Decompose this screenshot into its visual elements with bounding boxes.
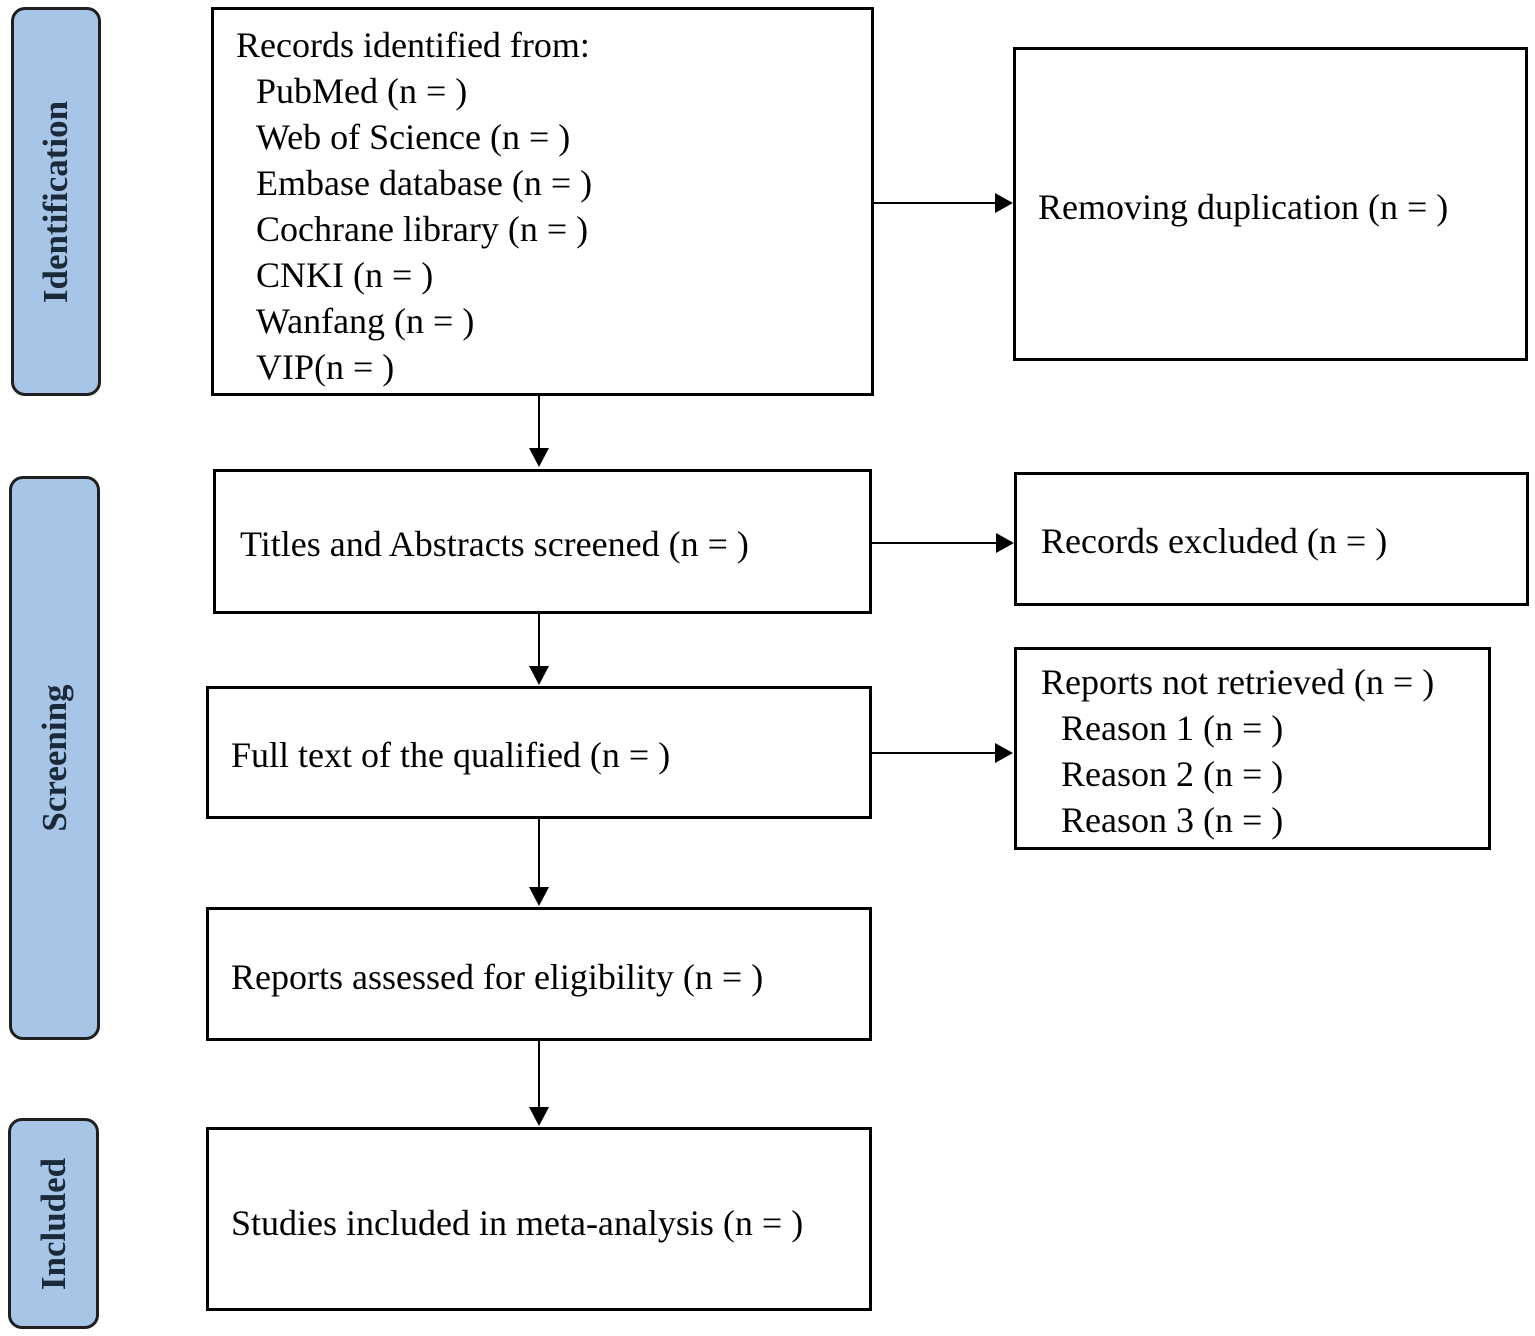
arrow-titles-to-fulltext bbox=[529, 614, 549, 685]
source-cnki: CNKI (n = ) bbox=[256, 255, 434, 295]
phase-included: Included bbox=[8, 1118, 99, 1329]
records-identified-text: Records identified from: PubMed (n = ) W… bbox=[236, 22, 592, 390]
arrow-records-to-duplication bbox=[874, 193, 1013, 213]
source-wanfang: Wanfang (n = ) bbox=[256, 301, 475, 341]
records-excluded-text: Records excluded (n = ) bbox=[1041, 521, 1388, 561]
source-cochrane: Cochrane library (n = ) bbox=[256, 209, 589, 249]
removing-duplication-text: Removing duplication (n = ) bbox=[1038, 187, 1449, 227]
arrow-fulltext-to-not-retrieved bbox=[872, 743, 1013, 763]
phase-identification: Identification bbox=[11, 7, 101, 396]
source-pubmed: PubMed (n = ) bbox=[256, 71, 468, 111]
records-excluded-box: Records excluded (n = ) bbox=[1014, 472, 1529, 606]
source-embase: Embase database (n = ) bbox=[256, 163, 593, 203]
full-text-text: Full text of the qualified (n = ) bbox=[231, 735, 671, 775]
reason-2: Reason 2 (n = ) bbox=[1061, 754, 1284, 794]
titles-screened-box: Titles and Abstracts screened (n = ) bbox=[213, 469, 872, 614]
records-identified-box: Records identified from: PubMed (n = ) W… bbox=[211, 7, 874, 396]
phase-identification-label: Identification bbox=[36, 100, 75, 303]
not-retrieved-header: Reports not retrieved (n = ) bbox=[1041, 662, 1435, 702]
arrow-fulltext-to-eligibility bbox=[529, 819, 549, 906]
reports-not-retrieved-box: Reports not retrieved (n = ) Reason 1 (n… bbox=[1014, 647, 1491, 850]
source-vip: VIP(n = ) bbox=[256, 347, 395, 387]
phase-screening: Screening bbox=[9, 476, 100, 1040]
arrow-records-to-titles bbox=[529, 396, 549, 467]
reason-3: Reason 3 (n = ) bbox=[1061, 800, 1284, 840]
removing-duplication-box: Removing duplication (n = ) bbox=[1013, 47, 1528, 361]
arrow-eligibility-to-included bbox=[529, 1041, 549, 1126]
phase-included-label: Included bbox=[33, 1157, 73, 1290]
arrow-titles-to-excluded bbox=[872, 533, 1014, 553]
reason-1: Reason 1 (n = ) bbox=[1061, 708, 1284, 748]
records-header: Records identified from: bbox=[236, 25, 590, 65]
source-web-of-science: Web of Science (n = ) bbox=[256, 117, 571, 157]
eligibility-text: Reports assessed for eligibility (n = ) bbox=[231, 957, 764, 997]
titles-screened-text: Titles and Abstracts screened (n = ) bbox=[240, 524, 749, 564]
full-text-box: Full text of the qualified (n = ) bbox=[206, 686, 872, 819]
reports-not-retrieved-text: Reports not retrieved (n = ) Reason 1 (n… bbox=[1041, 659, 1434, 843]
studies-included-box: Studies included in meta-analysis (n = ) bbox=[206, 1127, 872, 1311]
studies-included-text: Studies included in meta-analysis (n = ) bbox=[231, 1203, 804, 1243]
phase-screening-label: Screening bbox=[34, 684, 74, 832]
eligibility-box: Reports assessed for eligibility (n = ) bbox=[206, 907, 872, 1041]
